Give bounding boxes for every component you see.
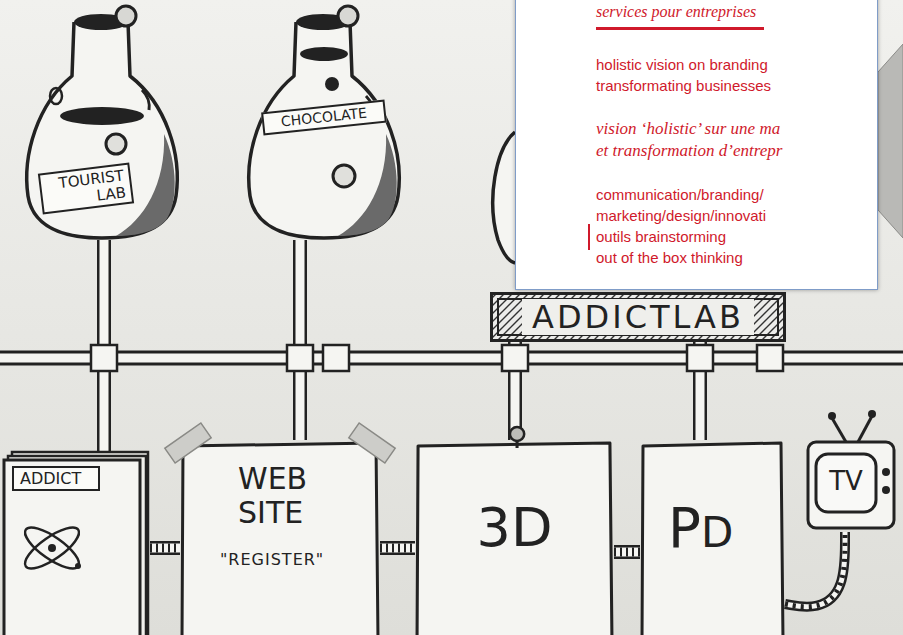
paper-stack: ADDICT xyxy=(4,452,150,635)
service-line: holistic vision on branding xyxy=(596,54,866,75)
flask-ball xyxy=(116,6,136,26)
pipe-connector xyxy=(380,548,415,549)
service-line: out of the box thinking xyxy=(596,247,866,268)
cable-twist xyxy=(785,532,845,607)
service-line: outils brainstorming xyxy=(596,226,866,247)
flask-ball xyxy=(338,6,358,26)
hidden-flask xyxy=(493,132,515,263)
red-bar xyxy=(588,224,590,250)
flask-node: TOURIST LAB xyxy=(18,4,186,240)
note-sheet xyxy=(642,443,783,635)
tv-set: TV xyxy=(806,440,898,532)
note-subtitle: "REGISTER" xyxy=(220,550,370,570)
note-title: WEB SITE xyxy=(238,462,348,530)
pipe-joint xyxy=(287,345,313,371)
pipe-joints xyxy=(91,345,783,371)
pipe-bore xyxy=(150,544,180,553)
tape xyxy=(165,423,211,463)
pin-head xyxy=(510,427,524,441)
banner-title: ADDICTLAB xyxy=(522,299,754,335)
sticky-note: WEB SITE "REGISTER" xyxy=(180,440,380,635)
pipe-thread xyxy=(380,544,415,553)
tv-knob xyxy=(882,486,890,494)
banner-frame xyxy=(492,294,785,341)
pipe-thread xyxy=(614,548,640,557)
pipe-wall xyxy=(380,541,415,555)
sticky-note: PD xyxy=(640,440,785,635)
front-sheet xyxy=(4,460,140,635)
liquid-band xyxy=(60,107,144,125)
pipe-joint xyxy=(91,345,117,371)
shine-mark xyxy=(142,90,149,110)
flask-outline xyxy=(249,22,399,238)
atom-electron xyxy=(75,563,81,569)
antenna xyxy=(832,418,846,442)
bubble-pointer xyxy=(878,44,903,238)
pipe-connector xyxy=(300,240,301,440)
tv-label: TV xyxy=(816,466,876,496)
flask-outline xyxy=(27,22,177,238)
lab-banner: ADDICTLAB xyxy=(490,292,786,342)
tv-body xyxy=(808,442,894,528)
pipe-wall xyxy=(785,532,845,607)
antenna-tip xyxy=(828,412,836,420)
sticky-note: 3D xyxy=(415,440,614,635)
pipe-wall xyxy=(150,541,180,555)
stack-tab: ADDICT xyxy=(12,466,100,491)
pipe-connector xyxy=(785,532,845,607)
pipe-connector xyxy=(614,552,640,553)
red-rule xyxy=(596,27,764,30)
tv-screen xyxy=(816,454,876,512)
french-line: services pour entreprises xyxy=(596,2,866,22)
pipe-joint xyxy=(323,345,349,371)
banner-inner xyxy=(498,299,778,335)
liquid-band xyxy=(300,47,348,61)
note-title: PD xyxy=(668,496,768,565)
french-line: vision ‘holistic’ sur une ma xyxy=(596,118,866,140)
atom-orbit xyxy=(19,521,84,576)
tape xyxy=(349,423,395,463)
bubble xyxy=(50,88,62,104)
pipe-bore xyxy=(785,532,845,607)
flask-node: CHOCOLATE xyxy=(240,4,408,240)
tv-knob xyxy=(882,468,890,476)
pipe-joint xyxy=(502,345,528,371)
service-line: transformating businesses xyxy=(596,75,866,96)
antenna xyxy=(858,416,872,442)
note-title: 3D xyxy=(415,496,614,560)
note-sheet xyxy=(182,443,378,635)
pipe-connector xyxy=(150,548,180,549)
antenna-tip xyxy=(868,410,876,418)
french-line: et transformation d’entrepr xyxy=(596,140,866,162)
pipe-bore xyxy=(380,544,415,553)
bubble xyxy=(106,134,126,154)
pipe-bore xyxy=(296,240,305,440)
atom-orbit xyxy=(19,521,84,576)
pipe-bore xyxy=(614,548,640,557)
bubble xyxy=(333,165,355,187)
pipe-thread xyxy=(150,544,180,553)
bubble xyxy=(325,77,339,91)
pipe-joint xyxy=(687,345,713,371)
atom-nucleus xyxy=(48,544,56,552)
pipe-wall xyxy=(614,545,640,559)
service-line: communication/branding/ marketing/design… xyxy=(596,184,796,226)
pipe-wall xyxy=(293,240,307,440)
service-card: services pour entreprises holistic vision… xyxy=(515,0,878,290)
pipe-joint xyxy=(757,345,783,371)
